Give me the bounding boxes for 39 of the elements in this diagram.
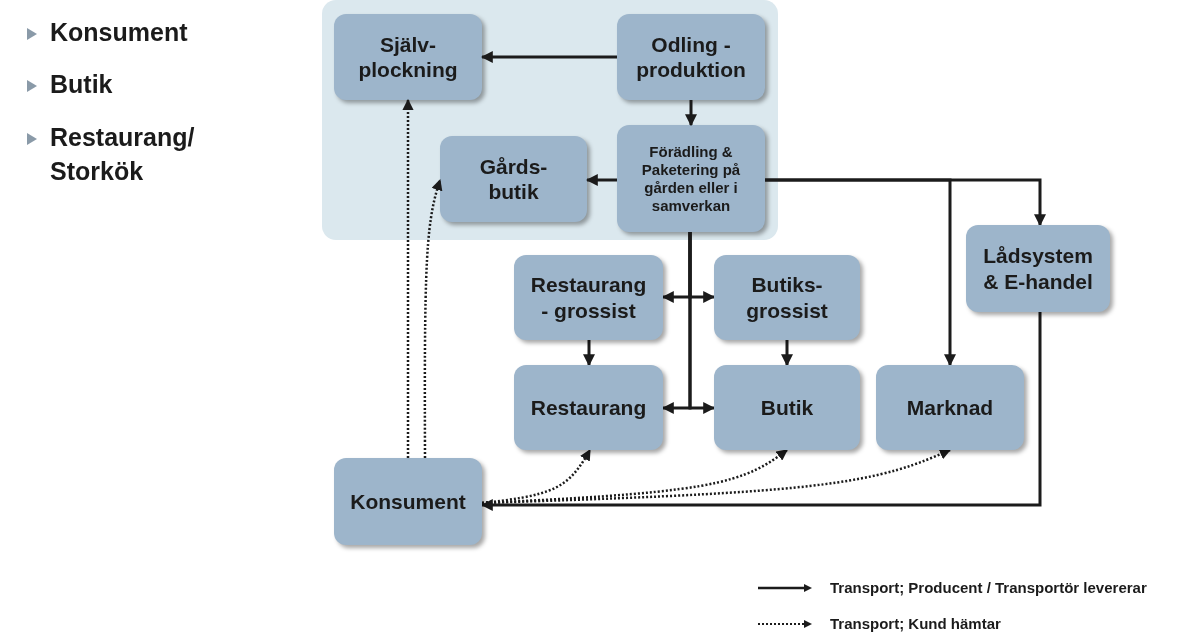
box-label: Förädling & Paketering på gården eller i samverkan	[640, 142, 742, 215]
dotted-arrow	[402, 98, 414, 458]
process-box	[876, 365, 1024, 450]
arrow	[480, 51, 617, 63]
arrow	[781, 340, 793, 367]
arrow	[688, 232, 716, 414]
arrow	[480, 312, 1042, 511]
arrow	[685, 100, 697, 127]
arrow	[585, 174, 617, 186]
box-label: Själv- plockning	[357, 31, 459, 83]
box-label: Konsument	[349, 488, 467, 515]
dotted-arrow	[481, 448, 952, 505]
process-box	[966, 225, 1110, 312]
arrow	[765, 178, 956, 367]
box-label: Restaurang	[529, 394, 648, 421]
process-box	[714, 365, 860, 450]
box-label: Restaurang - grossist	[529, 272, 648, 323]
dotted-arrow	[423, 178, 443, 458]
bullet-item: Restaurang/ Storkök	[50, 122, 196, 187]
process-box	[334, 458, 482, 545]
bullet-item: Butik	[50, 69, 114, 100]
legend-text: Transport; Kund hämtar	[830, 615, 1001, 632]
box-label: Butiks- grossist	[745, 272, 829, 323]
process-box	[514, 255, 663, 340]
box-label: Gårds- butik	[478, 153, 549, 205]
bullet-item: Konsument	[50, 17, 189, 48]
background-panel	[322, 0, 778, 240]
process-box	[714, 255, 860, 340]
legend-text: Transport; Producent / Transportör levererar	[830, 579, 1147, 596]
process-box	[514, 365, 663, 450]
box-label: Butik	[759, 394, 815, 421]
process-box	[617, 14, 765, 100]
box-label: Odling - produktion	[635, 31, 747, 83]
process-box	[440, 136, 587, 222]
process-box	[334, 14, 482, 100]
arrow	[583, 340, 595, 367]
box-label: Lådsystem & E-handel	[982, 243, 1094, 294]
process-box	[617, 125, 765, 232]
box-label: Marknad	[905, 394, 995, 421]
